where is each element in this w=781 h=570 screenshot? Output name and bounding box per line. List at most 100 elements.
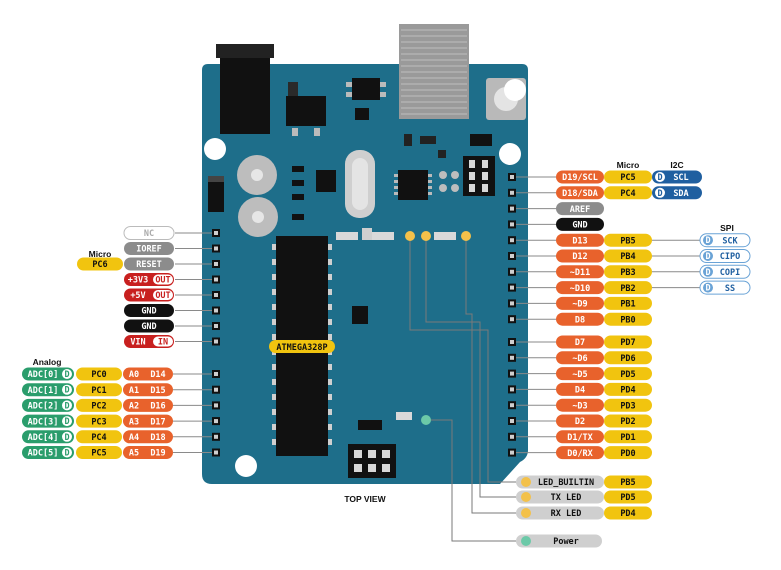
pin-gnd-6: GND [124,319,174,333]
svg-text:LED_BUILTIN: LED_BUILTIN [538,478,594,488]
port-pd5-text: PD5 [620,370,635,380]
pin-ioref-1-text: IOREF [136,245,162,255]
svg-text:A4: A4 [129,433,139,443]
pin-d6: ~D6 [556,351,604,365]
pin-d9-text: ~D9 [572,300,587,310]
pin-d3-text: ~D3 [572,401,587,411]
analog-port-3: PC3 [76,414,122,428]
pin-gnd: GND [556,217,604,231]
adc-pin-2: ADC[2] [22,398,74,412]
svg-text:D: D [64,386,69,396]
pin-d7-text: D7 [575,338,585,348]
svg-text:SS: SS [725,284,735,294]
port-pb0: PB0 [604,312,652,326]
right-header [508,173,516,457]
svg-text:ADC[4]: ADC[4] [28,433,59,443]
pin-d13: D13 [556,233,604,247]
svg-text:D: D [705,252,710,262]
svg-text:Power: Power [553,537,579,547]
svg-text:ADC[0]: ADC[0] [28,370,59,380]
usb-interface-chip [394,170,432,200]
svg-text:A5: A5 [129,449,139,459]
pin-reset-2-text: RESET [136,260,162,270]
resistor-arrays [336,232,456,420]
pin-d5-text: ~D5 [572,370,587,380]
digital-icon: D [62,369,72,380]
pin-d4-text: D4 [575,386,585,396]
port-pd0: PD0 [604,446,652,460]
mounting-holes [204,79,526,477]
port-pd7-text: PD7 [620,338,635,348]
pin-gnd-text: GND [572,221,587,231]
spi-ss: SS D [699,280,751,295]
port-pd0-text: PD0 [620,449,635,459]
chip-label: ATMEGA328P [269,340,335,353]
pin-d0rx: D0/RX [556,446,604,460]
pin-d10: ~D10 [556,281,604,295]
port-pb3: PB3 [604,265,652,279]
port-pd1-text: PD1 [620,433,635,443]
led-led-builtin: LED_BUILTIN [516,475,604,489]
svg-text:A1: A1 [129,386,139,396]
i2c-scl: SCL [652,170,702,184]
pin-ioref-1: IOREF [124,242,174,255]
port-pb4-text: PB4 [620,252,635,262]
pin-reset-2: RESET [124,257,174,271]
pin-gnd-5: GND [124,304,174,317]
heading-i2c: I2C [670,160,683,170]
adc-pin-3: ADC[3] [22,414,74,428]
svg-text:D14: D14 [150,370,165,380]
digital-icon: D [62,400,72,411]
port-pc4: PC4 [604,186,652,200]
pin-d7: D7 [556,335,604,349]
pin-d19scl-text: D19/SCL [562,173,598,183]
capacitor-1 [237,155,277,195]
led-port-pd4: PD4 [604,506,652,520]
adc-pin-1: ADC[1] [22,383,74,397]
pin-d6-text: ~D6 [572,354,587,364]
pin-d12-text: D12 [572,252,587,262]
svg-text:D: D [705,236,710,246]
led-port-pd5: PD5 [604,490,652,504]
port-pb0-text: PB0 [620,315,635,325]
svg-text:D: D [657,173,662,183]
svg-text:D: D [64,417,69,427]
svg-text:SCL: SCL [673,173,688,183]
power-pin-label: +5V [130,291,145,301]
digital-icon: D [62,431,72,443]
svg-text:D19: D19 [150,449,165,459]
icsp-header-top [463,156,495,196]
led-icon [521,536,531,546]
power-pin-label: +3V3 [128,276,148,286]
svg-text:D: D [64,401,69,411]
icsp-small [439,171,459,192]
pin-nc-0-text: NC [144,229,154,239]
power-direction-badge: OUT [155,291,170,301]
svg-text:A2: A2 [129,402,139,412]
svg-text:D: D [705,284,710,294]
analog-port-0-text: PC0 [91,370,106,380]
pin-d19scl: D19/SCL [556,170,604,184]
port-pd4-text: PD4 [620,386,635,396]
small-ic-top [346,78,386,120]
pin-d12: D12 [556,249,604,263]
adc-pin-4: ADC[4] [22,430,74,444]
svg-text:SCK: SCK [722,236,738,246]
analog-port-2-text: PC2 [91,402,106,412]
analog-port-0: PC0 [76,367,122,381]
heading-spi: SPI [720,223,734,233]
pin-d9: ~D9 [556,296,604,310]
svg-text:TX LED: TX LED [551,493,582,503]
port-pd3: PD3 [604,398,652,412]
svg-text:D: D [657,189,662,199]
pin-d4: D4 [556,382,604,396]
port-pd2: PD2 [604,414,652,428]
svg-text:ADC[3]: ADC[3] [28,417,59,427]
led-port-pd4-text: PD4 [620,509,635,519]
svg-text:ADC[2]: ADC[2] [28,402,59,412]
left-header [212,229,220,457]
heading-micro-left: Micro [89,249,112,259]
icsp-header-bottom [348,444,396,478]
analog-port-5: PC5 [76,446,122,459]
